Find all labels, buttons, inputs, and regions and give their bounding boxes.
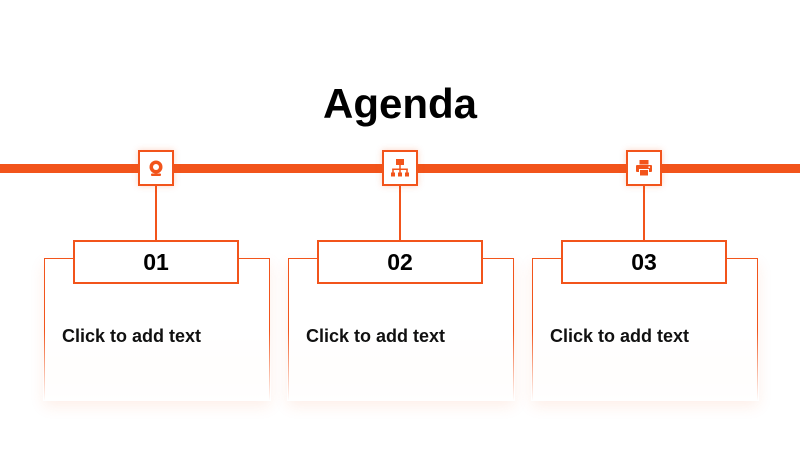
printer-icon [636, 160, 652, 177]
icon-box-1 [138, 150, 174, 186]
connector-line-2 [399, 186, 401, 242]
icon-box-2 [382, 150, 418, 186]
agenda-text-2[interactable]: Click to add text [306, 326, 446, 346]
icon-box-3 [626, 150, 662, 186]
agenda-number-2: 02 [317, 240, 483, 284]
agenda-text-3[interactable]: Click to add text [550, 326, 690, 346]
agenda-number-3: 03 [561, 240, 727, 284]
org-chart-icon [391, 159, 409, 177]
slide-title[interactable]: Agenda [322, 80, 477, 127]
agenda-text-1[interactable]: Click to add text [62, 326, 202, 346]
webcam-icon [149, 160, 163, 176]
agenda-number-1: 01 [73, 240, 239, 284]
connector-line-3 [643, 186, 645, 242]
connector-line-1 [155, 186, 157, 242]
